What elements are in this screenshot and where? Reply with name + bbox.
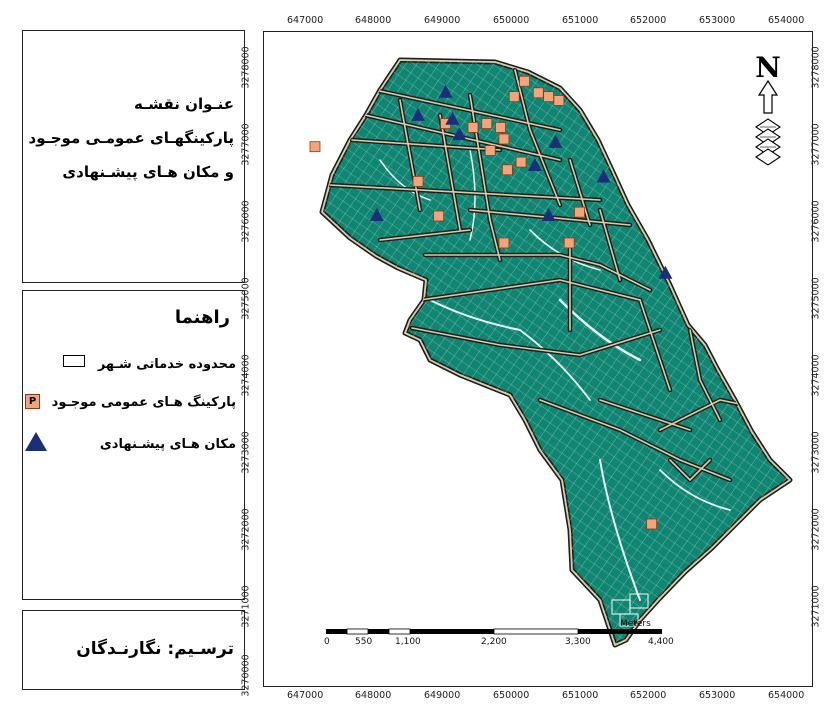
legend-heading: راهنما [174, 307, 230, 328]
parking-site-marker [646, 518, 658, 530]
proposed-site-marker [548, 134, 563, 148]
north-letter: N [755, 51, 781, 84]
map-title-line-3: و مکان هـای پیشـنهادی [62, 163, 234, 181]
scale-bar-label: 1,100 [395, 637, 421, 647]
parking-site-marker [481, 118, 493, 129]
x-tick-label: 648000 [355, 690, 392, 701]
x-tick-label: 649000 [424, 690, 461, 701]
parking-site-marker [495, 122, 506, 133]
proposed-site-marker [411, 107, 426, 121]
street-network [322, 60, 790, 645]
parking-site-marker [563, 237, 575, 249]
proposed-site-marker [452, 127, 467, 141]
parking-site-marker [467, 122, 479, 133]
parking-site-marker [501, 164, 513, 176]
parking-site-marker [553, 95, 565, 106]
x-tick-label: 654000 [768, 690, 805, 701]
credit-text: ترسـیم: نگارنـدگان [76, 639, 234, 659]
proposed-sites-layer [369, 84, 673, 279]
scale-bar-label: 2,200 [481, 637, 507, 647]
x-tick-label: 650000 [493, 690, 530, 701]
legend-label-proposed: مکان هـای پیشـنهادی [99, 437, 236, 452]
parking-site-marker [532, 87, 544, 99]
proposed-site-marker [527, 157, 542, 171]
x-tick-label: 653000 [699, 690, 736, 701]
x-tick-label: 652000 [630, 690, 667, 701]
proposed-site-marker [369, 208, 384, 221]
parking-site-marker [309, 141, 321, 153]
north-arrow-icon: N [755, 51, 781, 166]
parking-site-marker [498, 133, 510, 145]
credit-panel: ترسـیم: نگارنـدگان [22, 610, 245, 690]
map-title-line-2: پارکینگهـای عمومـی موجـود [28, 129, 234, 147]
map-title-panel: عنـوان نقشـه پارکینگهـای عمومـی موجـود و… [22, 30, 245, 283]
proposed-site-marker [658, 265, 673, 279]
x-tick-label: 652000 [630, 15, 667, 26]
x-tick-label: 647000 [287, 690, 324, 701]
proposed-site-marker [438, 84, 453, 98]
parking-site-marker [543, 91, 554, 103]
scale-bar-label: 3,300 [565, 637, 591, 647]
scale-bar: Meters 0 550 1,100 2,200 3,300 4,400 [322, 619, 674, 663]
x-tick-label: 653000 [699, 15, 736, 26]
x-tick-label: 651000 [562, 690, 599, 701]
scale-bar-graphic [326, 628, 662, 635]
x-tick-label: 654000 [768, 15, 805, 26]
scale-bar-label: 4,400 [648, 637, 674, 647]
boundary-symbol-icon [63, 355, 85, 367]
scale-bar-label: 0 [324, 637, 330, 647]
parking-site-marker [519, 75, 530, 87]
x-tick-label: 648000 [355, 15, 392, 26]
parking-site-marker [498, 237, 510, 249]
parking-site-marker [412, 175, 424, 187]
legend-panel: راهنما محدوده خدماتی شـهر P پارکینگ هـای… [22, 290, 245, 600]
parking-site-marker [433, 210, 445, 222]
proposed-site-triangle-icon [25, 432, 47, 451]
parking-site-marker [484, 145, 496, 156]
x-tick-label: 647000 [287, 15, 324, 26]
proposed-site-marker [541, 208, 556, 221]
legend-label-boundary: محدوده خدماتی شـهر [97, 357, 236, 372]
parking-site-marker [574, 206, 585, 218]
proposed-site-marker [445, 111, 460, 125]
parking-sites-layer [309, 75, 658, 530]
proposed-site-marker [596, 169, 611, 183]
parking-site-marker [508, 91, 520, 103]
x-tick-label: 650000 [493, 15, 530, 26]
x-tick-label: 651000 [562, 15, 599, 26]
scale-bar-label: 550 [355, 637, 373, 647]
parking-site-marker [515, 156, 527, 168]
map-title-line-1: عنـوان نقشـه [134, 95, 234, 113]
legend-label-parking: پارکینگ هـای عمومی موجـود [51, 395, 236, 410]
scale-bar-unit: Meters [620, 619, 651, 629]
parking-symbol-icon: P [25, 394, 40, 409]
x-tick-label: 649000 [424, 15, 461, 26]
